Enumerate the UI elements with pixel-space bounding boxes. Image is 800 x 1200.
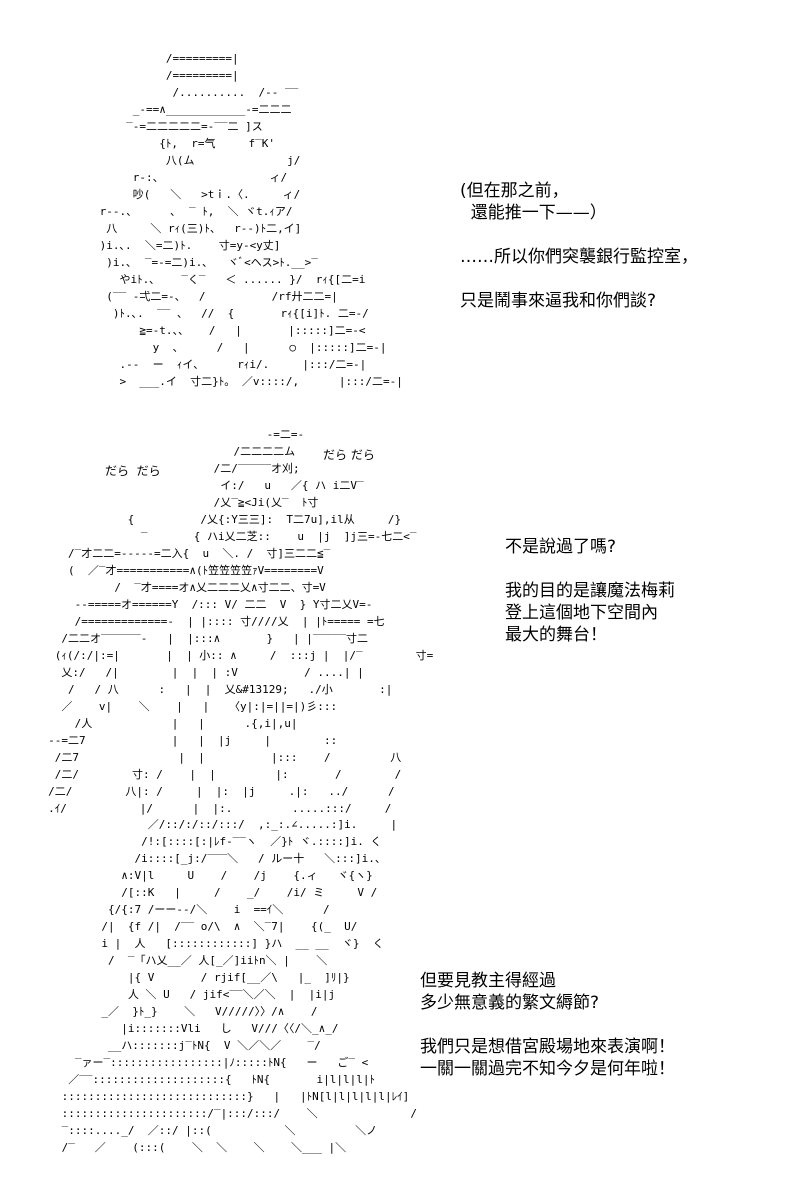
ascii-art-character-top-hat: /=========| /=========| /.......... /-- … bbox=[99, 52, 403, 388]
dialogue-panel-2: 不是說過了嗎? 我的目的是讓魔法梅莉 登上這個地下空間內 最大的舞台！ bbox=[505, 536, 675, 646]
sound-effect-right: だら だら bbox=[323, 448, 375, 462]
dialogue-line: 我們只是想借宮殿場地來表演啊！ bbox=[420, 1037, 675, 1057]
dialogue-line: 多少無意義的繁文縟節? bbox=[420, 993, 600, 1013]
dialogue-line: 不是說過了嗎? bbox=[505, 537, 617, 557]
dialogue-line: 一關一關過完不知今夕是何年啦！ bbox=[420, 1059, 675, 1079]
panel-1: /=========| /=========| /.......... /-- … bbox=[0, 0, 800, 410]
dialogue-line: 最大的舞台！ bbox=[505, 625, 607, 645]
sound-effect-left: だら だら bbox=[105, 464, 161, 478]
panel-2: だら だら だら だら -=二=- /二二二二ム /二/‾‾‾‾‾オ刈; イ:/… bbox=[0, 410, 800, 815]
dialogue-line: 只是鬧事來逼我和你們談? bbox=[460, 291, 657, 311]
dialogue-panel-1: (但在那之前， 還能推一下——） ……所以你們突襲銀行監控室， 只是鬧事來逼我和… bbox=[460, 180, 698, 312]
dialogue-line: (但在那之前， bbox=[460, 181, 569, 201]
ascii-art-character-cloak: -=二=- /二二二二ム /二/‾‾‾‾‾オ刈; イ:/ u ／{ ハ i二V‾… bbox=[48, 428, 434, 815]
dialogue-panel-3: 但要見教主得經過 多少無意義的繁文縟節? 我們只是想借宮殿場地來表演啊！ 一關一… bbox=[420, 970, 675, 1080]
dialogue-line: 但要見教主得經過 bbox=[420, 971, 556, 991]
dialogue-line: 還能推一下——） bbox=[460, 203, 607, 223]
ascii-art-character-shouting: ／/::/:/::/:::/ ,:_:.∠.....:]i. | /!:[:::… bbox=[61, 818, 417, 1154]
panel-3: ／/::/:/::/:::/ ,:_:.∠.....:]i. | /!:[:::… bbox=[0, 810, 800, 1200]
dialogue-line: 登上這個地下空間內 bbox=[505, 603, 658, 623]
dialogue-line: 我的目的是讓魔法梅莉 bbox=[505, 581, 675, 601]
dialogue-line: ……所以你們突襲銀行監控室， bbox=[460, 247, 698, 267]
